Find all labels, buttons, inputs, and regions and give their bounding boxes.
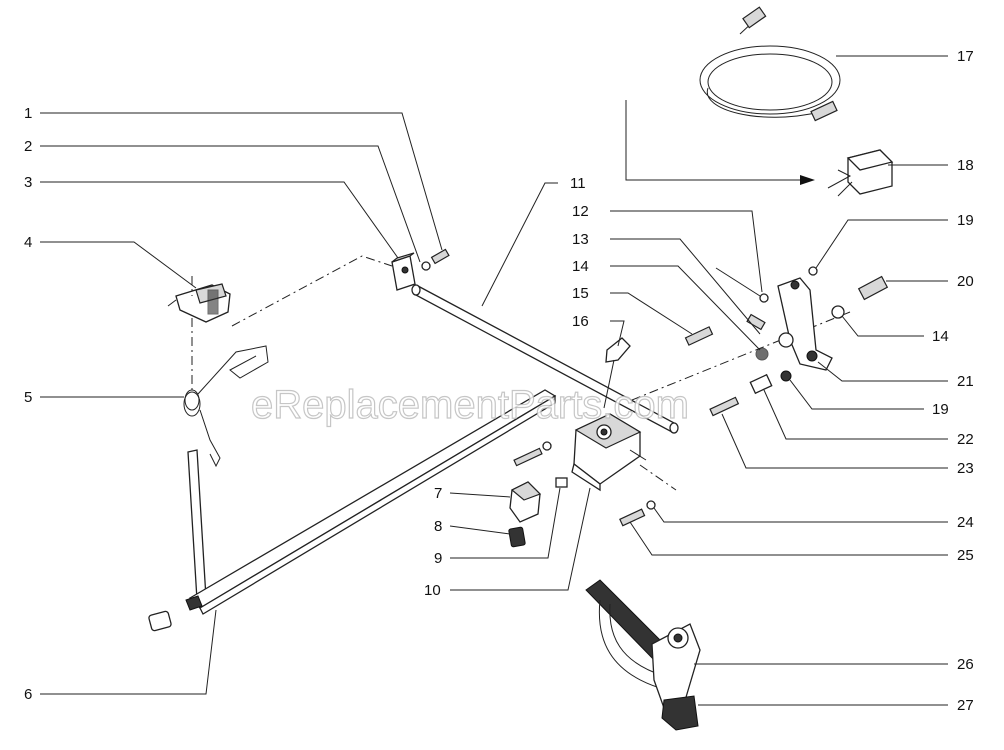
hose-assembly — [699, 6, 841, 122]
callout-20: 20 — [957, 273, 974, 290]
callout-3: 3 — [24, 174, 32, 191]
callout-9: 9 — [434, 550, 442, 567]
callout-27: 27 — [957, 697, 974, 714]
adapter-part — [625, 100, 894, 197]
callout-18: 18 — [957, 157, 974, 174]
callout-21: 21 — [957, 373, 974, 390]
callout-17: 17 — [957, 48, 974, 65]
clamp-part — [167, 283, 231, 323]
carriage-block — [571, 413, 647, 492]
upper-rod — [411, 284, 679, 434]
small-nut — [555, 477, 568, 488]
callout-2: 2 — [24, 138, 32, 155]
callout-14-right: 14 — [932, 328, 949, 345]
watermark-text: eReplacementParts.com — [251, 383, 689, 427]
callout-24: 24 — [957, 514, 974, 531]
callout-16: 16 — [572, 313, 589, 330]
leader-lines — [40, 55, 948, 706]
callout-6: 6 — [24, 686, 32, 703]
callout-15: 15 — [572, 285, 589, 302]
spring-clip — [183, 345, 269, 468]
callout-10: 10 — [424, 582, 441, 599]
lower-hardware — [619, 500, 656, 527]
cap-screw — [508, 526, 526, 548]
spray-gun — [585, 579, 701, 731]
callout-7: 7 — [434, 485, 442, 502]
frame-assembly — [148, 389, 557, 632]
callout-14-top: 14 — [572, 258, 589, 275]
right-hardware — [709, 266, 889, 417]
mount-bracket — [391, 252, 416, 291]
callout-25: 25 — [957, 547, 974, 564]
callout-labels: 1 2 3 4 5 6 7 8 9 10 11 12 13 14 15 16 1… — [24, 48, 974, 714]
callout-23: 23 — [957, 460, 974, 477]
callout-12: 12 — [572, 203, 589, 220]
callout-13: 13 — [572, 231, 589, 248]
saddle-cap — [509, 481, 542, 523]
callout-1: 1 — [24, 105, 32, 122]
callout-19-top: 19 — [957, 212, 974, 229]
callout-26: 26 — [957, 656, 974, 673]
callout-5: 5 — [24, 389, 32, 406]
callout-19-lower: 19 — [932, 401, 949, 418]
carriage-bolts — [513, 441, 552, 467]
arm-bracket — [777, 277, 833, 371]
callout-8: 8 — [434, 518, 442, 535]
callout-22: 22 — [957, 431, 974, 448]
callout-4: 4 — [24, 234, 32, 251]
bracket-screw — [421, 248, 450, 271]
callout-11: 11 — [570, 175, 586, 192]
arm-hardware — [684, 267, 769, 361]
